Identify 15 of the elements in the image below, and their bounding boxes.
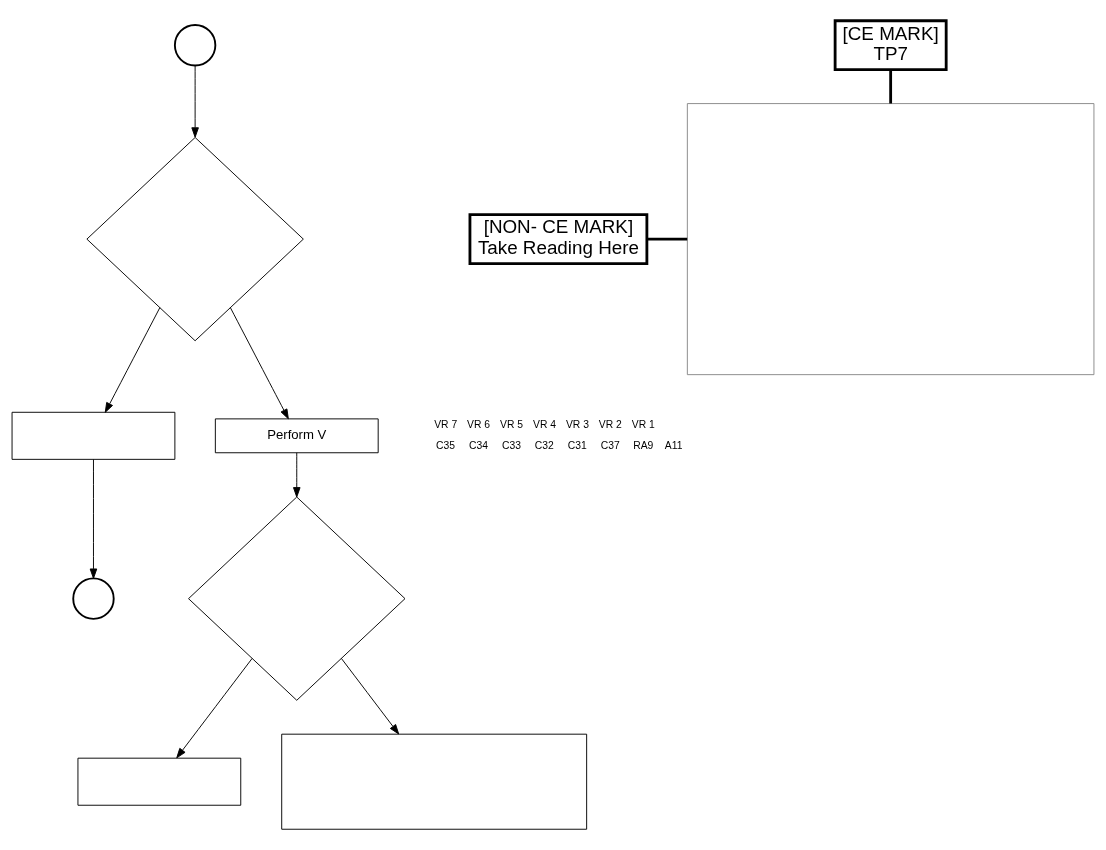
label: VR 3	[565, 419, 589, 431]
label: VR 5	[500, 419, 524, 431]
label: C32	[534, 439, 554, 451]
label: C34	[469, 439, 488, 451]
label: C31	[567, 439, 587, 451]
label: C33	[501, 439, 521, 451]
label: VR 6	[467, 419, 491, 431]
label: VR 4	[533, 419, 556, 431]
label: RA9	[633, 439, 654, 451]
label: A11	[664, 439, 683, 451]
label: VR 1	[631, 419, 655, 431]
label: VR 2	[598, 419, 622, 431]
label: C37	[600, 439, 620, 451]
label: C35	[436, 439, 456, 451]
label: VR 7	[434, 419, 458, 431]
